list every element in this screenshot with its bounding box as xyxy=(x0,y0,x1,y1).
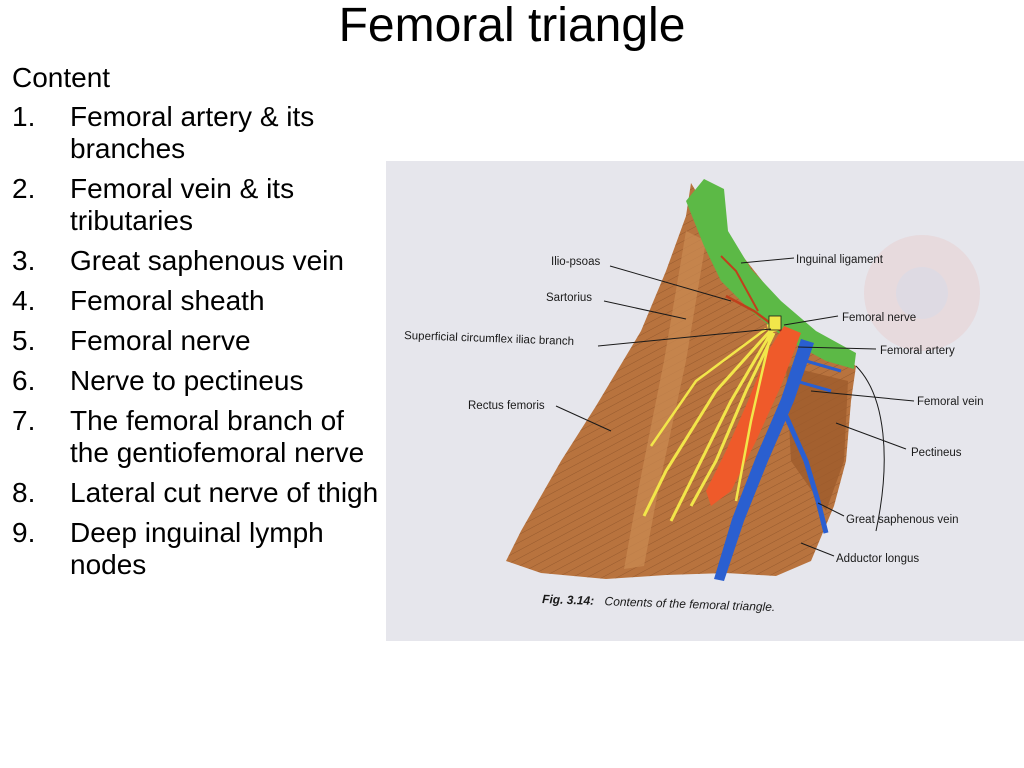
list-item-text: Femoral artery & its branches xyxy=(70,101,315,164)
leader-line xyxy=(609,265,732,302)
figure-caption: Fig. 3.14: Contents of the femoral trian… xyxy=(542,590,776,615)
femoral-triangle-figure: Ilio-psoas Sartorius Superficial circumf… xyxy=(386,161,1024,641)
vein-tributary xyxy=(805,359,842,373)
list-item: 2. Femoral vein & its tributaries xyxy=(12,173,384,237)
list-item: 1. Femoral artery & its branches xyxy=(12,101,384,165)
label-great-saphenous-vein: Great saphenous vein xyxy=(846,514,959,526)
list-item-number: 4. xyxy=(12,285,36,316)
list-item-number: 9. xyxy=(12,517,36,548)
list-item-text: The femoral branch of the gentiofemoral … xyxy=(70,405,365,468)
list-item-number: 6. xyxy=(12,365,36,396)
nerve-branch xyxy=(649,327,767,447)
caption-text: Contents of the femoral triangle. xyxy=(604,594,775,614)
skin-flap-outline xyxy=(855,365,885,532)
leader-line xyxy=(783,315,839,326)
list-item-text: Nerve to pectineus xyxy=(70,365,304,396)
nerve-branch xyxy=(669,330,774,522)
list-item: 7. The femoral branch of the gentiofemora… xyxy=(12,405,384,469)
leader-line xyxy=(800,542,835,557)
list-item-text: Lateral cut nerve of thigh xyxy=(70,477,379,508)
vein-tributary xyxy=(795,379,832,393)
leader-line xyxy=(597,328,772,347)
leader-line xyxy=(817,502,845,517)
leader-line xyxy=(555,405,612,432)
list-item-number: 7. xyxy=(12,405,36,436)
leader-line xyxy=(810,390,915,402)
pectineus-muscle xyxy=(786,366,848,511)
list-item-text: Femoral sheath xyxy=(70,285,265,316)
slide-title: Femoral triangle xyxy=(338,0,686,52)
leader-line xyxy=(740,257,795,264)
label-pectineus: Pectineus xyxy=(911,447,962,459)
vein-tributary xyxy=(764,420,783,457)
leader-line xyxy=(797,346,877,350)
content-heading: Content xyxy=(12,62,111,93)
list-item: 9. Deep inguinal lymph nodes xyxy=(12,517,384,581)
label-femoral-artery: Femoral artery xyxy=(880,345,955,357)
leader-line xyxy=(835,422,907,450)
list-item: 8. Lateral cut nerve of thigh xyxy=(12,477,384,509)
artery-branch xyxy=(720,255,759,312)
list-item-number: 2. xyxy=(12,173,36,204)
label-ilio-psoas: Ilio-psoas xyxy=(551,256,600,268)
leader-line xyxy=(603,300,687,320)
list-item: 3. Great saphenous vein xyxy=(12,245,384,277)
caption-fig-number: Fig. 3.14: xyxy=(542,592,594,608)
list-item-number: 8. xyxy=(12,477,36,508)
faint-background-diagram xyxy=(896,267,948,319)
list-item: 5. Femoral nerve xyxy=(12,325,384,357)
list-item-text: Great saphenous vein xyxy=(70,245,344,276)
list-item-text: Deep inguinal lymph nodes xyxy=(70,517,324,580)
femoral-vein xyxy=(714,339,814,581)
nerve-branch xyxy=(689,332,776,507)
great-saphenous-vein xyxy=(783,414,829,534)
sartorius-muscle xyxy=(624,231,706,569)
anatomy-illustration: Ilio-psoas Sartorius Superficial circumf… xyxy=(386,161,1024,641)
label-rectus-femoris: Rectus femoris xyxy=(468,400,545,412)
label-sartorius: Sartorius xyxy=(546,292,592,304)
list-item-number: 3. xyxy=(12,245,36,276)
content-list: 1. Femoral artery & its branches 2. Femora… xyxy=(12,101,384,589)
femoral-artery xyxy=(706,326,801,506)
inguinal-ligament xyxy=(686,179,856,369)
list-item-text: Femoral nerve xyxy=(70,325,251,356)
label-adductor-longus: Adductor longus xyxy=(836,553,919,565)
list-item-number: 1. xyxy=(12,101,36,132)
label-femoral-vein: Femoral vein xyxy=(917,396,983,408)
label-femoral-nerve: Femoral nerve xyxy=(842,312,916,324)
list-item: 4. Femoral sheath xyxy=(12,285,384,317)
nerve-branch xyxy=(642,329,772,517)
label-superficial-circumflex-iliac-branch: Superficial circumflex iliac branch xyxy=(404,330,574,348)
list-item-number: 5. xyxy=(12,325,36,356)
list-item: 6. Nerve to pectineus xyxy=(12,365,384,397)
label-inguinal-ligament: Inguinal ligament xyxy=(796,254,884,266)
femoral-sheath-marker xyxy=(768,315,782,331)
nerve-branch xyxy=(734,332,773,502)
list-item-text: Femoral vein & its tributaries xyxy=(70,173,295,236)
